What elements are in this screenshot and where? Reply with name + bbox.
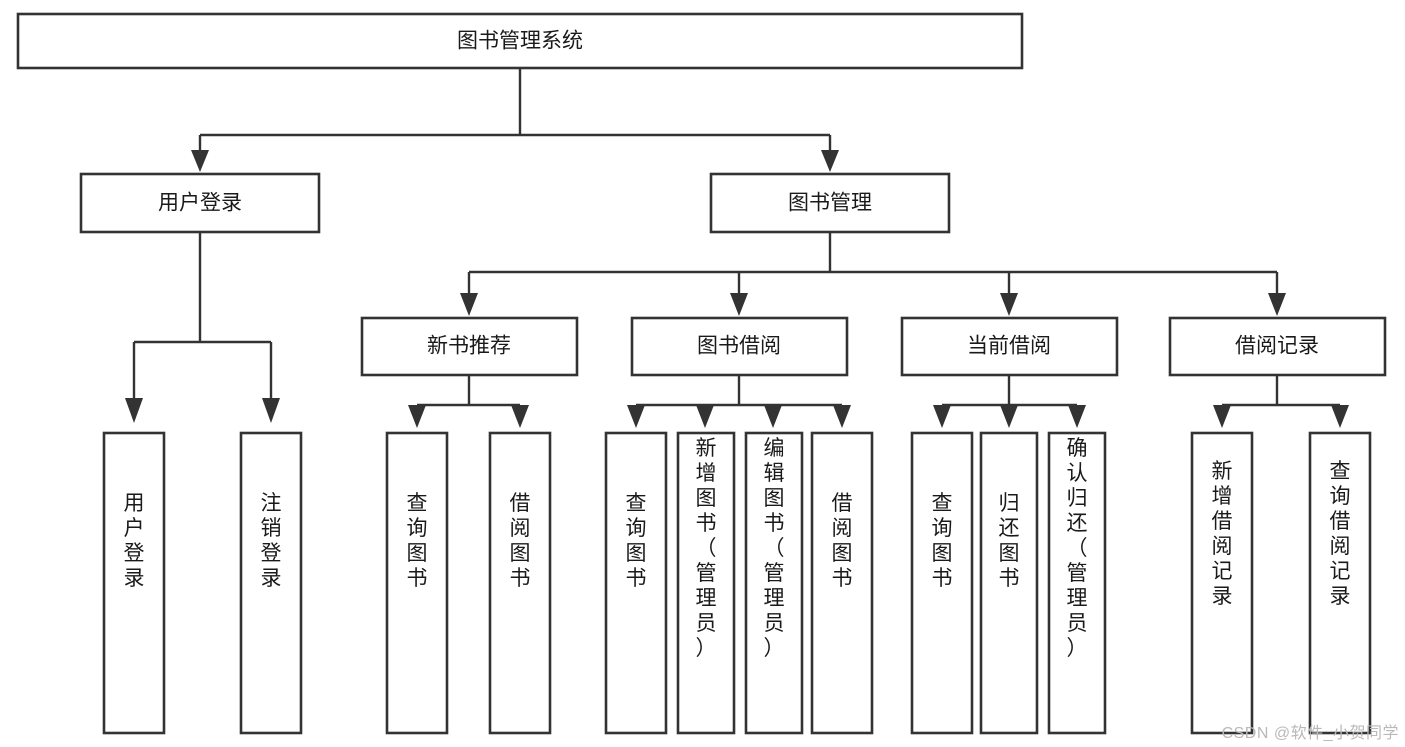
arrow-head-bb-leaf-1: [627, 405, 645, 428]
leaf-book-borrow-borrow-box: [810, 431, 874, 735]
leaf-book-borrow-add[interactable]: 新增图书（管理员）: [676, 431, 736, 735]
node-book-management-label: 图书管理: [788, 192, 872, 215]
leaf-new-book-borrow-label: 借阅图书: [510, 492, 531, 590]
leaf-current-borrow-query[interactable]: 查询图书: [910, 431, 974, 735]
node-user-login[interactable]: 用户登录: [79, 172, 321, 234]
arrow-head-cb-leaf-2: [1000, 405, 1018, 428]
leaf-user-login-login-box: [102, 431, 166, 735]
leaf-book-borrow-borrow[interactable]: 借阅图书: [810, 431, 874, 735]
leaf-borrow-record-add-box: [1190, 431, 1254, 735]
arrow-head-nb-leaf-1: [408, 405, 426, 428]
leaf-book-borrow-query-box: [604, 431, 668, 735]
leaf-current-borrow-query-label: 查询图书: [932, 492, 953, 590]
leaf-user-login-logout-box: [239, 431, 303, 735]
node-root-box: [16, 12, 1024, 70]
arrow-head-cb-leaf-1: [933, 405, 951, 428]
node-borrow-record[interactable]: 借阅记录: [1168, 316, 1387, 377]
leaf-current-borrow-confirm-label: 确认归还（管理员）: [1067, 437, 1088, 660]
leaf-current-borrow-confirm[interactable]: 确认归还（管理员）: [1047, 431, 1107, 735]
arrow-head-book-borrow: [730, 293, 748, 316]
arrow-head-cb-leaf-3: [1068, 405, 1086, 428]
arrow-head-bb-leaf-4: [833, 405, 851, 428]
arrow-head-leaf-user-login-1: [125, 398, 143, 423]
arrow-head-bb-leaf-3: [764, 405, 782, 428]
leaf-book-borrow-edit-box: [744, 431, 804, 735]
arrow-head-br-leaf-1: [1213, 405, 1231, 428]
arrow-head-new-book: [460, 293, 478, 316]
arrow-head-borrow-record: [1268, 293, 1286, 316]
leaf-borrow-record-query-box: [1308, 431, 1372, 735]
leaf-new-book-borrow-box: [488, 431, 552, 735]
leaf-borrow-record-query-label: 查询借阅记录: [1330, 460, 1351, 608]
node-book-borrow[interactable]: 图书借阅: [630, 316, 849, 377]
leaf-new-book-borrow[interactable]: 借阅图书: [488, 431, 552, 735]
leaf-current-borrow-return[interactable]: 归还图书: [979, 431, 1039, 735]
arrow-head-nb-leaf-2: [511, 405, 529, 428]
node-current-borrow[interactable]: 当前借阅: [900, 316, 1119, 377]
leaf-user-login-login-label: 用户登录: [124, 492, 145, 590]
leaf-book-borrow-add-box: [676, 431, 736, 735]
node-borrow-record-box: [1168, 316, 1387, 377]
arrow-head-book-mgmt: [821, 150, 839, 172]
node-current-borrow-box: [900, 316, 1119, 377]
leaf-borrow-record-add[interactable]: 新增借阅记录: [1190, 431, 1254, 735]
node-book-borrow-box: [630, 316, 849, 377]
leaf-book-borrow-add-label: 新增图书（管理员）: [696, 437, 717, 660]
node-current-borrow-label: 当前借阅: [967, 335, 1051, 358]
node-new-book-recommend[interactable]: 新书推荐: [360, 316, 579, 377]
leaf-user-login-login[interactable]: 用户登录: [102, 431, 166, 735]
leaf-current-borrow-confirm-box: [1047, 431, 1107, 735]
node-book-management[interactable]: 图书管理: [709, 172, 951, 234]
leaf-book-borrow-edit[interactable]: 编辑图书（管理员）: [744, 431, 804, 735]
arrow-head-current-borrow: [1000, 293, 1018, 316]
node-new-book-recommend-box: [360, 316, 579, 377]
arrow-head-br-leaf-2: [1331, 405, 1349, 428]
edge-layer: [125, 68, 1349, 428]
leaf-user-login-logout-label: 注销登录: [261, 492, 282, 590]
leaf-new-book-query[interactable]: 查询图书: [385, 431, 449, 735]
arrow-head-user-login: [191, 150, 209, 172]
leaf-book-borrow-query[interactable]: 查询图书: [604, 431, 668, 735]
leaf-current-borrow-return-label: 归还图书: [999, 492, 1020, 590]
leaf-book-borrow-borrow-label: 借阅图书: [832, 492, 853, 590]
node-root-system[interactable]: 图书管理系统: [16, 12, 1024, 70]
node-borrow-record-label: 借阅记录: [1235, 335, 1319, 358]
node-user-login-label: 用户登录: [158, 192, 242, 215]
leaf-new-book-query-label: 查询图书: [407, 492, 428, 590]
leaf-borrow-record-add-label: 新增借阅记录: [1212, 460, 1233, 608]
leaf-book-borrow-edit-label: 编辑图书（管理员）: [764, 437, 785, 660]
node-root-label: 图书管理系统: [457, 30, 583, 53]
node-book-borrow-label: 图书借阅: [697, 335, 781, 358]
node-book-management-box: [709, 172, 951, 234]
arrow-head-bb-leaf-2: [696, 405, 714, 428]
leaf-book-borrow-query-label: 查询图书: [626, 492, 647, 590]
leaf-user-login-logout[interactable]: 注销登录: [239, 431, 303, 735]
node-new-book-recommend-label: 新书推荐: [427, 335, 511, 358]
leaf-current-borrow-query-box: [910, 431, 974, 735]
node-user-login-box: [79, 172, 321, 234]
leaf-borrow-record-query[interactable]: 查询借阅记录: [1308, 431, 1372, 735]
leaf-new-book-query-box: [385, 431, 449, 735]
leaf-current-borrow-return-box: [979, 431, 1039, 735]
arrow-head-leaf-user-login-2: [262, 398, 280, 423]
